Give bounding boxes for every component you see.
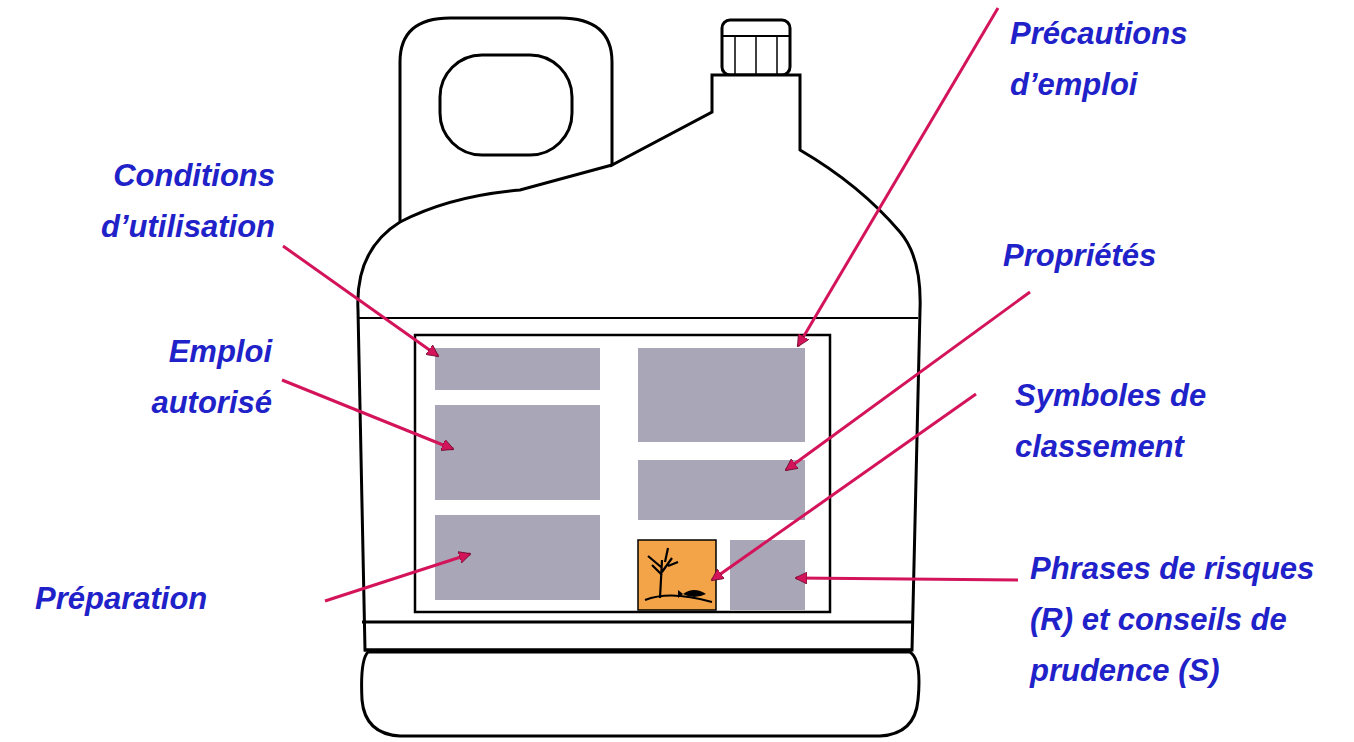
callout-label: Propriétés	[1003, 230, 1156, 281]
callout-label: Symboles de classement	[1015, 370, 1335, 472]
shoulder-line	[358, 317, 918, 319]
handle-inner	[400, 165, 612, 222]
callout-label: Phrases de risques (R) et conseils de pr…	[1030, 543, 1330, 696]
label-areas	[435, 348, 805, 610]
leader-arrows	[282, 8, 1030, 601]
can-foot	[362, 652, 919, 736]
environment-hazard-symbol	[638, 540, 716, 610]
callout-label: Conditions d’utilisation	[5, 150, 275, 252]
band-lines	[362, 622, 914, 650]
callout-label: Emploi autorisé	[82, 326, 272, 428]
label-panel	[415, 335, 830, 612]
handle-hole	[440, 55, 572, 155]
can-body	[358, 18, 920, 650]
callout-label: Précautions d’emploi	[1010, 8, 1270, 110]
cap	[722, 20, 790, 75]
callout-label: Préparation	[35, 573, 207, 624]
